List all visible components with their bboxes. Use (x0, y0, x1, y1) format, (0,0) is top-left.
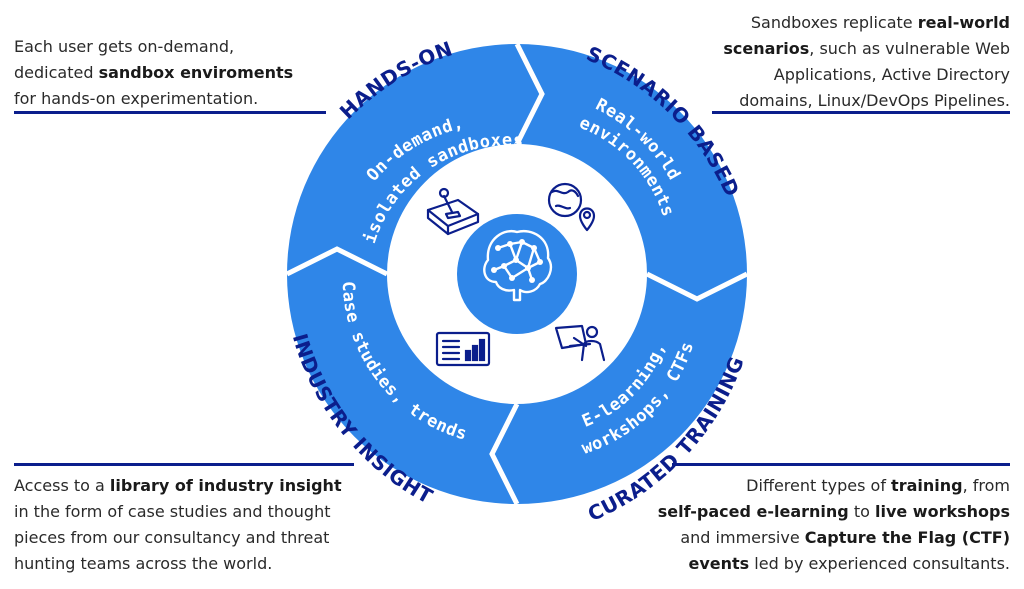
training-desc-line-1: Different types of (746, 476, 892, 495)
globe-location-icon (547, 182, 596, 232)
scenario-desc-line-3: Applications, Active Directory (773, 65, 1010, 84)
hands-on-desc-emphasis: sandbox enviroments (98, 63, 294, 82)
separator-left (285, 246, 389, 277)
ring-segment-industry (287, 249, 517, 504)
scenario-desc-emphasis-1: real-world (917, 13, 1010, 32)
scenario-desc-line-2: , such as vulnerable Web (809, 39, 1010, 58)
training-desc-line-3: and immersive (680, 528, 805, 547)
hands-on-description: Each user gets on-demand, dedicated sand… (14, 34, 293, 112)
hands-on-desc-line-2: dedicated (14, 63, 99, 82)
training-desc-emphasis-5: events (688, 554, 750, 573)
scenario-desc-line-4: domains, Linux/DevOps Pipelines. (739, 91, 1010, 110)
industry-desc-line-1: Access to a (14, 476, 110, 495)
training-desc-emphasis-1: training (891, 476, 963, 495)
hands-on-desc-line-1: Each user gets on-demand, (14, 37, 235, 56)
industry-description: Access to a library of industry insight … (14, 473, 342, 577)
scenario-description: Sandboxes replicate real-world scenarios… (723, 10, 1010, 114)
training-desc-line-2: to (848, 502, 875, 521)
hands-on-divider (14, 111, 326, 114)
industry-divider (14, 463, 354, 466)
ring-segment-training (492, 274, 747, 504)
scenario-divider (712, 111, 1010, 114)
training-desc-line-4: led by experienced consultants. (749, 554, 1010, 573)
separator-top (514, 42, 545, 146)
industry-desc-line-4: hunting teams across the world. (14, 554, 273, 573)
sandbox-joystick-icon (426, 187, 480, 236)
ring-segment-scenario (517, 44, 747, 299)
separator-right (645, 271, 749, 302)
industry-desc-emphasis: library of industry insight (109, 476, 342, 495)
industry-desc-line-3: pieces from our consultancy and threat (14, 528, 330, 547)
scenario-desc-line-1: Sandboxes replicate (750, 13, 918, 32)
brain-network-icon (483, 229, 553, 302)
training-desc-emphasis-2: self-paced e-learning (657, 502, 849, 521)
training-desc-emphasis-4: Capture the Flag (CTF) (804, 528, 1010, 547)
training-divider (672, 463, 1010, 466)
report-chart-icon (435, 331, 491, 367)
hands-on-desc-line-3: for hands-on experimentation. (14, 89, 259, 108)
ring-segment-hands-on (287, 44, 542, 274)
scenario-desc-emphasis-2: scenarios (723, 39, 810, 58)
presentation-teacher-icon (554, 324, 606, 362)
training-desc-line-1-end: , from (962, 476, 1010, 495)
separator-bottom (489, 402, 520, 506)
training-desc-emphasis-3: live workshops (874, 502, 1010, 521)
industry-desc-line-2: in the form of case studies and thought (14, 502, 331, 521)
training-description: Different types of training, from self-p… (658, 473, 1010, 577)
